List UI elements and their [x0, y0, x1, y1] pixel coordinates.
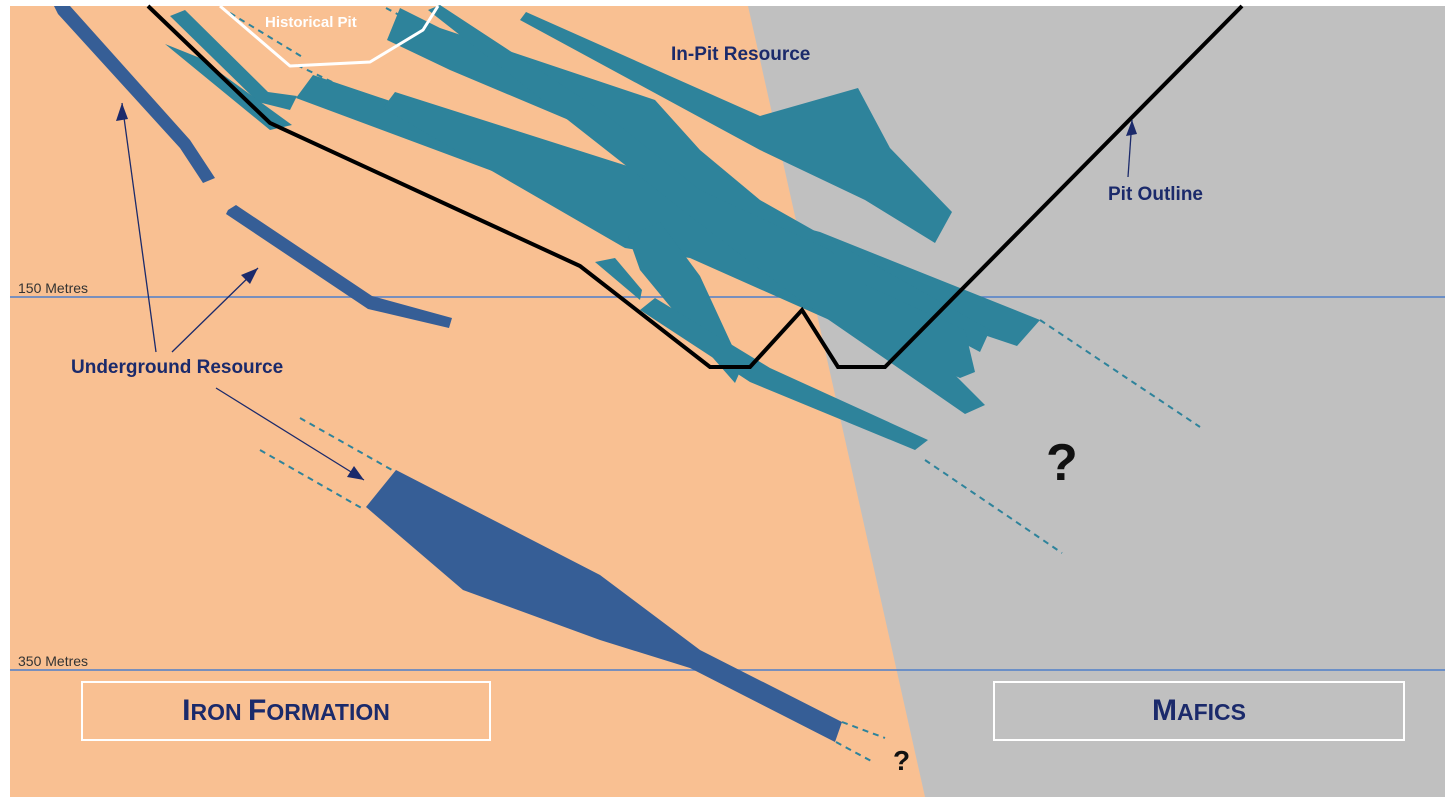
pit-outline	[146, 4, 1244, 369]
mafics-rest-1: AFICS	[1177, 699, 1246, 725]
underground-resource-label: Underground Resource	[71, 357, 283, 378]
dashed-extensions	[229, 7, 1201, 763]
iron-formation-rest-1: RON	[191, 699, 249, 725]
pit-outline-label: Pit Outline	[1108, 184, 1203, 205]
arrowheads	[116, 103, 1137, 480]
historical-pit-label: Historical Pit	[265, 14, 357, 31]
underground-lens-upper-left	[54, 6, 215, 183]
depth-label-350: 350 Metres	[18, 653, 88, 669]
svg-text:MAFICS: MAFICS	[1152, 694, 1246, 727]
mafics-cap-1: M	[1152, 694, 1177, 727]
underground-lens-middle	[226, 205, 452, 328]
question-mark-small: ?	[893, 745, 910, 776]
question-mark-large: ?	[1046, 434, 1078, 492]
in-pit-resource-lenses	[165, 5, 1040, 450]
historical-pit-outline	[219, 4, 440, 68]
annotation-arrows	[121, 102, 1133, 481]
iron-formation-cap-2: F	[248, 694, 266, 727]
depth-label-150: 150 Metres	[18, 280, 88, 296]
svg-text:IRON FORMATION: IRON FORMATION	[182, 694, 390, 727]
underground-lens-deep	[366, 470, 842, 742]
iron-formation-rest-2: ORMATION	[266, 699, 390, 725]
iron-formation-cap-1: I	[182, 694, 190, 727]
iron-formation-legend-box: IRON FORMATION	[81, 681, 491, 741]
in-pit-resource-label: In-Pit Resource	[671, 44, 810, 65]
mafics-legend-box: MAFICS	[993, 681, 1405, 741]
